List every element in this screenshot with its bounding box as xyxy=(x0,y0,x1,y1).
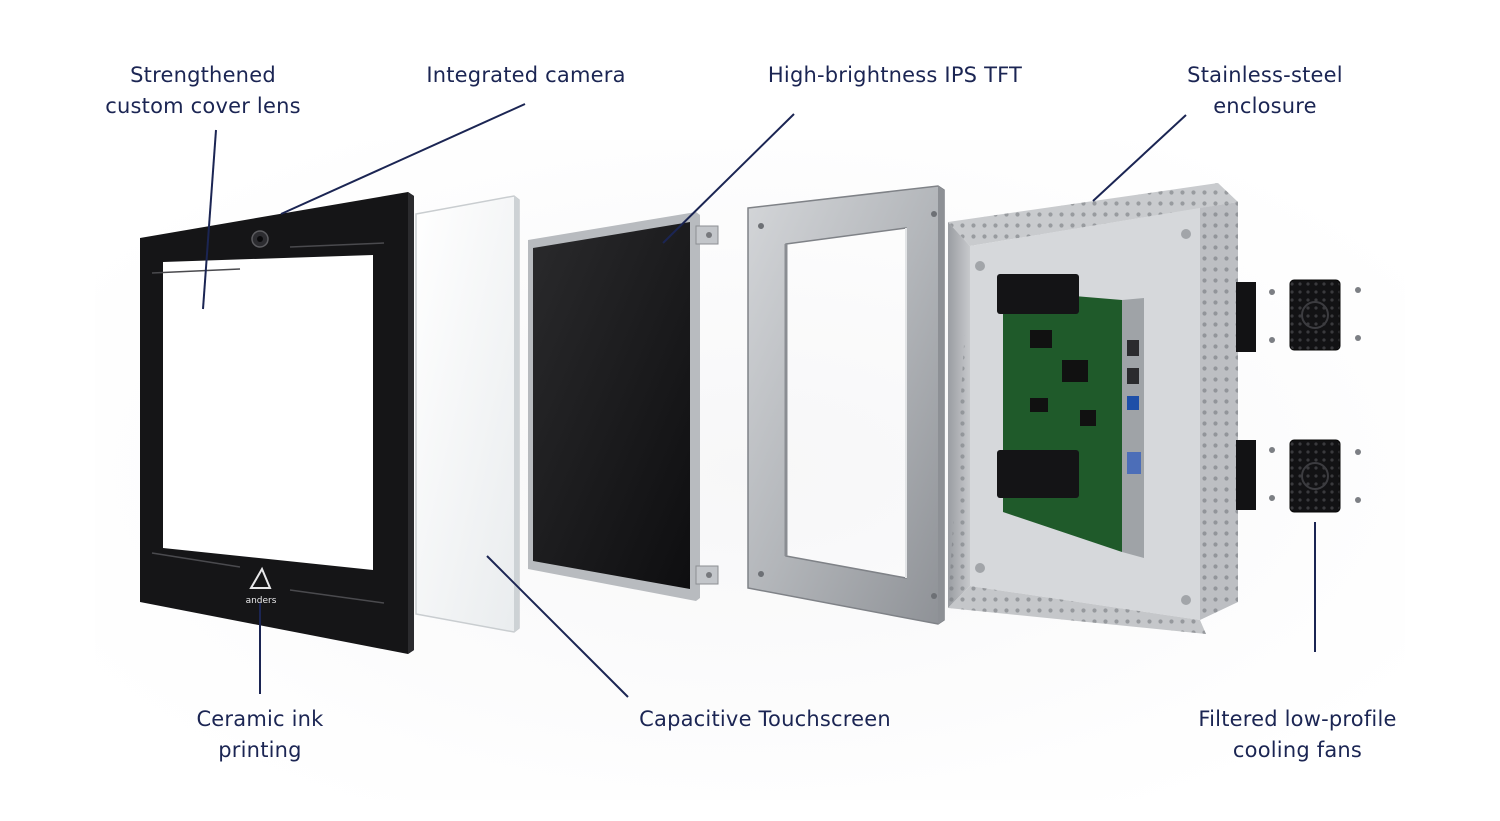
cooling-fan-icon xyxy=(1289,439,1341,513)
label-cover-lens: Strengthened custom cover lens xyxy=(103,60,303,122)
brand-logo-text: anders xyxy=(246,596,277,606)
label-enclosure-line2: enclosure xyxy=(1213,94,1317,118)
label-tft-line1: High-brightness IPS TFT xyxy=(767,63,1023,87)
leader-line-tft xyxy=(662,113,795,244)
label-cooling-fans: Filtered low-profile cooling fans xyxy=(1180,704,1415,766)
label-cover-lens-line1: Strengthened xyxy=(130,63,276,87)
label-fans-line2: cooling fans xyxy=(1232,738,1363,762)
cooling-fans xyxy=(1236,279,1361,513)
label-enclosure: Stainless-steel enclosure xyxy=(1170,60,1360,122)
label-ceramic-line1: Ceramic ink xyxy=(196,707,324,731)
label-ceramic-ink: Ceramic ink printing xyxy=(180,704,340,766)
leader-line-cover-lens xyxy=(202,129,217,310)
label-touchscreen-line1: Capacitive Touchscreen xyxy=(639,707,891,731)
cover-lens: anders xyxy=(140,192,414,654)
ethernet-port-icon xyxy=(1127,368,1139,384)
mainboard-pcb xyxy=(997,274,1144,558)
usb-port-icon xyxy=(1127,396,1139,410)
ips-tft-panel xyxy=(528,212,719,601)
ethernet-port-icon xyxy=(1127,340,1139,356)
power-module xyxy=(997,274,1079,314)
leader-lines xyxy=(202,103,1316,698)
label-fans-line1: Filtered low-profile xyxy=(1198,707,1397,731)
anders-logo-icon xyxy=(249,566,272,589)
cooling-fan-icon xyxy=(1289,279,1341,351)
label-enclosure-line1: Stainless-steel xyxy=(1187,63,1343,87)
capacitive-touchscreen-glass xyxy=(415,195,520,633)
label-touchscreen: Capacitive Touchscreen xyxy=(620,704,910,735)
power-module xyxy=(997,450,1079,498)
label-ceramic-line2: printing xyxy=(218,738,302,762)
label-camera-line1: Integrated camera xyxy=(426,63,626,87)
leader-line-camera xyxy=(280,103,526,215)
leader-line-enclosure xyxy=(1092,114,1187,202)
vga-port-icon xyxy=(1127,452,1141,474)
steel-mounting-frame xyxy=(747,185,945,625)
label-cover-lens-line2: custom cover lens xyxy=(105,94,301,118)
label-camera: Integrated camera xyxy=(416,60,636,91)
label-tft: High-brightness IPS TFT xyxy=(750,60,1040,91)
cover-lens-viewing-area xyxy=(163,255,373,570)
leader-line-touchscreen xyxy=(486,555,629,698)
